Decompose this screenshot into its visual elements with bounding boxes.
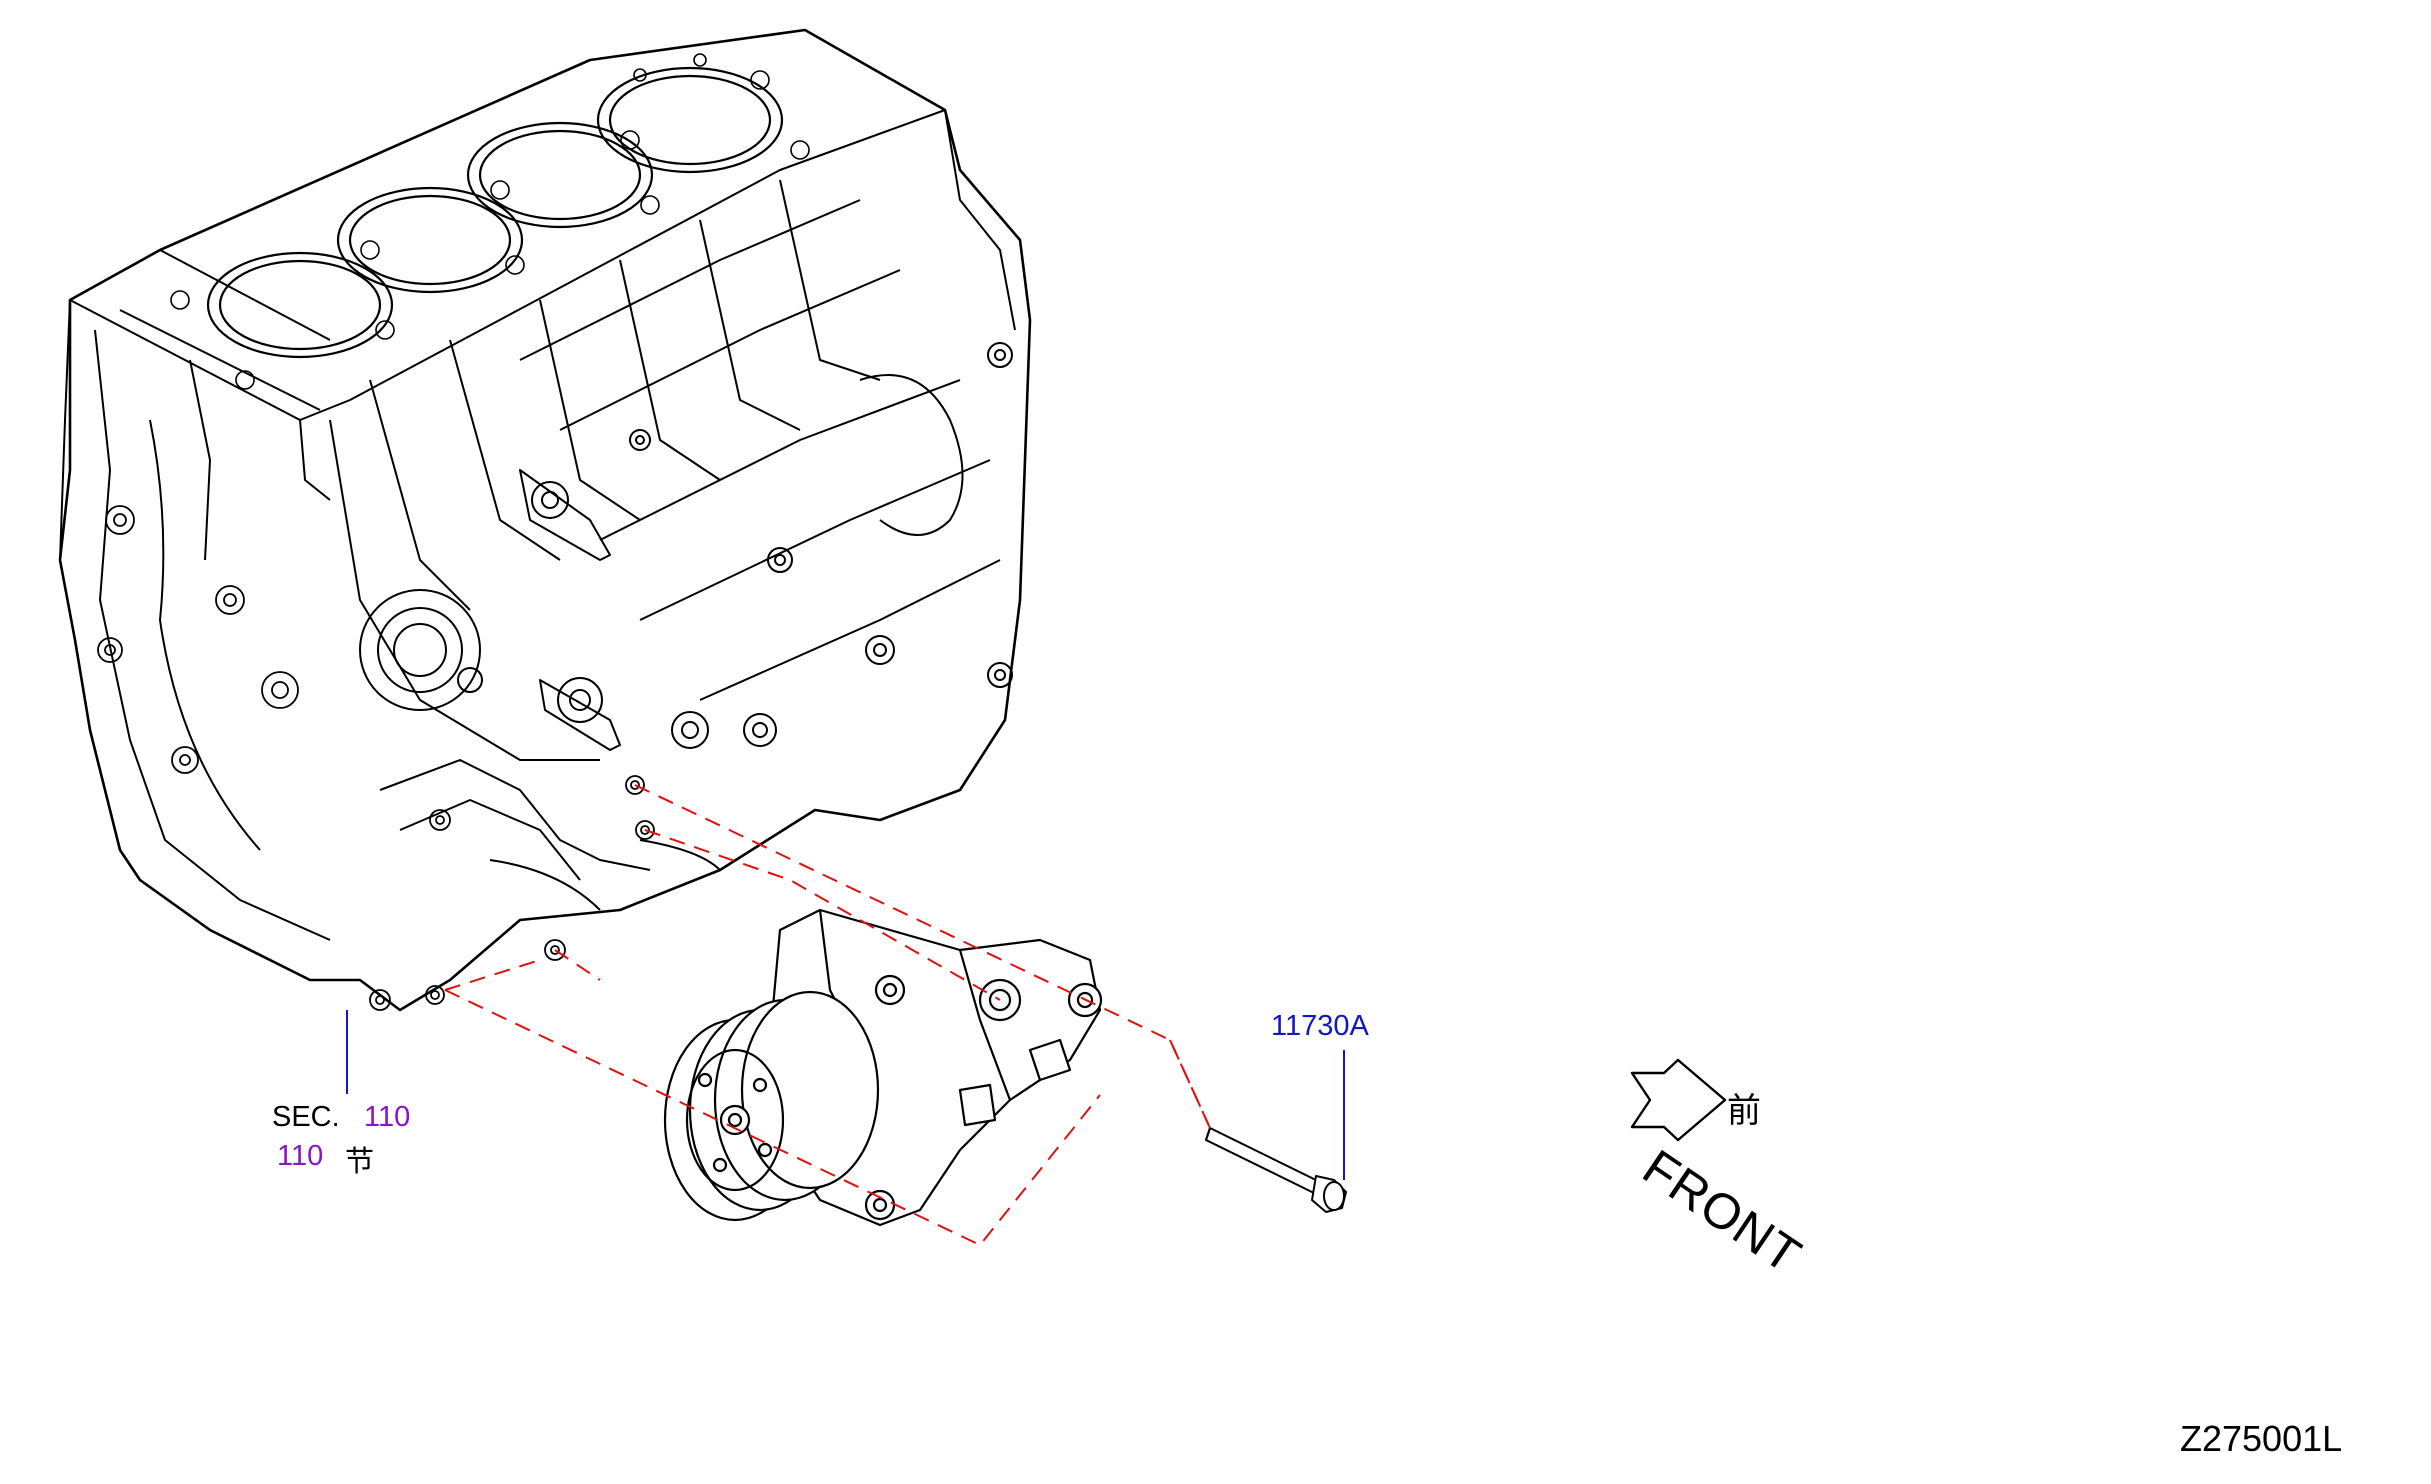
part-number-callout[interactable]: 11730A [1271, 1010, 1369, 1042]
front-label-cn: 前 [1727, 1092, 1761, 1130]
section-number-cn[interactable]: 110 [277, 1140, 324, 1172]
leader-lines [346, 1010, 1345, 1180]
ac-compressor [663, 908, 1103, 1227]
front-arrow-icon [1630, 1058, 1727, 1142]
figure-id: Z275001L [2180, 1418, 2343, 1459]
assembly-guide-lines [444, 784, 1211, 1247]
section-label: SEC. [272, 1101, 340, 1133]
section-suffix-cn: 节 [345, 1146, 375, 1178]
section-number[interactable]: 110 [364, 1101, 411, 1133]
engine-block [58, 28, 1032, 1012]
bolt [1205, 1127, 1347, 1213]
